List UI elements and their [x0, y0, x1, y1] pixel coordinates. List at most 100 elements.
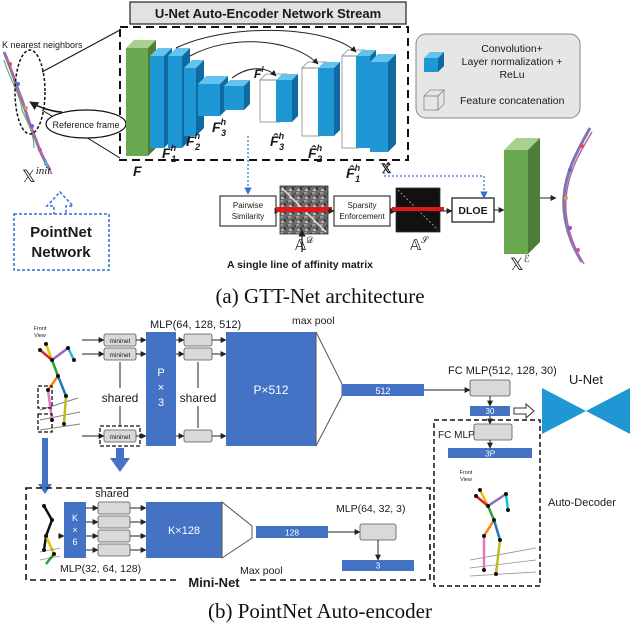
fc-mlp2-label: FC MLP: [438, 430, 475, 441]
ref-frame-pointer: [29, 101, 63, 113]
fc-mlp-box: [469, 379, 511, 397]
kx6-label-2: ×: [72, 525, 77, 535]
svg-text:Front: Front: [460, 470, 473, 476]
caption-a: (a) GTT-Net architecture: [215, 284, 424, 308]
front-view-label-1: Front: [34, 326, 47, 332]
max-pool-funnel: [315, 331, 343, 447]
affinity-line-highlight-2: [392, 207, 444, 211]
sparsity-label-1: Sparsity: [348, 201, 377, 210]
kx6-label-3: 6: [72, 537, 77, 547]
shared-label-bg-left: [98, 388, 142, 406]
affinity-line-highlight-1: [276, 207, 332, 212]
skeleton-down-arrow: [38, 438, 52, 494]
px3-block: [146, 332, 176, 446]
affinity-line-caption: A single line of affinity matrix: [227, 259, 373, 271]
x-init-label: 𝕏init: [22, 165, 51, 186]
shared-label-mini: shared: [95, 488, 129, 500]
legend-conv-1: Convolution+: [481, 43, 543, 55]
shared-label-left: shared: [102, 391, 139, 405]
zoom-line-top: [41, 29, 121, 73]
caption-b: (b) PointNet Auto-encoder: [208, 599, 432, 623]
mininet-to-px3-arrows: [136, 337, 147, 439]
knn-ellipse: [14, 49, 46, 135]
fc-mlp2-box: [473, 423, 513, 441]
max-pool-label: max pool: [292, 315, 335, 327]
legend-conv-3: ReLu: [499, 69, 524, 81]
px3-to-mlp-arrows: [176, 337, 227, 439]
dloe-box: [451, 197, 495, 223]
vec128: [256, 526, 328, 538]
vec3-label: 3: [376, 562, 381, 571]
unet-bowtie: U-Net: [542, 372, 630, 434]
shared-mlp-boxes: [183, 333, 213, 443]
legend-conv-swatch: [424, 58, 438, 72]
auto-decoder-label: Auto-Decoder: [548, 497, 616, 509]
vec512-label: 512: [375, 386, 390, 396]
px3-label-3: 3: [158, 397, 164, 409]
output-block: 𝕏ℰ: [504, 138, 540, 274]
to-unet-arrow: [513, 402, 535, 420]
legend-concat: Feature concatenation: [460, 95, 565, 107]
kx6-block: [64, 502, 86, 558]
encoder-cubes: [150, 48, 250, 148]
mininet-boxes: mininet mininet mininet: [99, 333, 141, 447]
kx6-label-1: K: [72, 513, 78, 523]
legend-conv-2: Layer normalization +: [462, 56, 563, 68]
vec512: [342, 384, 424, 396]
svg-text:mininet: mininet: [110, 338, 131, 345]
mlp-mini2-label: MLP(64, 32, 3): [336, 503, 405, 515]
unet-blocks: [126, 29, 396, 156]
unet-title-banner: U-Net Auto-Encoder Network Stream: [129, 1, 407, 25]
x-e-label: 𝕏ℰ: [510, 254, 530, 274]
knn-label: K nearest neighbors: [2, 40, 83, 50]
unet-label: U-Net: [569, 372, 603, 387]
px3-label-1: P: [157, 367, 164, 379]
pairwise-box: [219, 195, 277, 227]
vec30-label: 30: [486, 407, 495, 416]
legend: Convolution+ Layer normalization + ReLu …: [415, 33, 581, 119]
mininet-title-bg: [180, 574, 248, 590]
k128-label: K×128: [168, 525, 200, 537]
vec128-label: 128: [285, 528, 299, 538]
fc-mlp-label: FC MLP(512, 128, 30): [448, 365, 557, 377]
mlp-top-label: MLP(64, 128, 512): [150, 319, 241, 331]
pointnet-label-1: PointNet: [30, 224, 92, 241]
pairwise-label-2: Similarity: [232, 212, 264, 221]
affinity-AS: 𝔸𝒮: [410, 235, 429, 254]
mininet-title: Mini-Net: [188, 575, 240, 590]
xhat-to-dloe-arrow: [383, 172, 488, 199]
px3-label-2: ×: [158, 382, 164, 394]
label-Fl: Fl: [254, 65, 264, 81]
vec3: [342, 560, 414, 571]
decoder-cubes: [276, 50, 396, 152]
front-view-label-2: View: [34, 333, 46, 339]
mininet-skeleton: [39, 504, 61, 565]
mini-mlp-boxes: [97, 501, 131, 557]
mini-mlp2-box: [359, 523, 397, 541]
affinity-AD: 𝔸𝒟: [295, 235, 314, 254]
front-view-skeleton-top: Front View: [34, 326, 81, 433]
affinity-row: Pairwise Similarity 𝔸𝒟 A single line of …: [219, 136, 505, 271]
shared-label-bg-mid: [176, 388, 220, 406]
mlp-mini1-label: MLP(32, 64, 128): [60, 563, 141, 575]
vec30: [470, 406, 510, 416]
label-F: F: [133, 163, 142, 179]
p512-label: P×512: [253, 383, 288, 397]
ref-frame-label: Reference frame: [52, 120, 119, 130]
decoder-skeleton: Front View: [460, 470, 537, 577]
label-Xhat: 𝕏̂: [381, 161, 392, 176]
vec3p-label: 3P: [485, 450, 495, 459]
svg-text:mininet: mininet: [110, 352, 131, 359]
legend-concat-swatch: [423, 89, 445, 111]
max-pool2-label: Max pool: [240, 565, 283, 577]
sparsity-label-2: Enforcement: [339, 212, 385, 221]
pointnet-box: [13, 213, 110, 271]
output-skeleton: [562, 127, 593, 265]
